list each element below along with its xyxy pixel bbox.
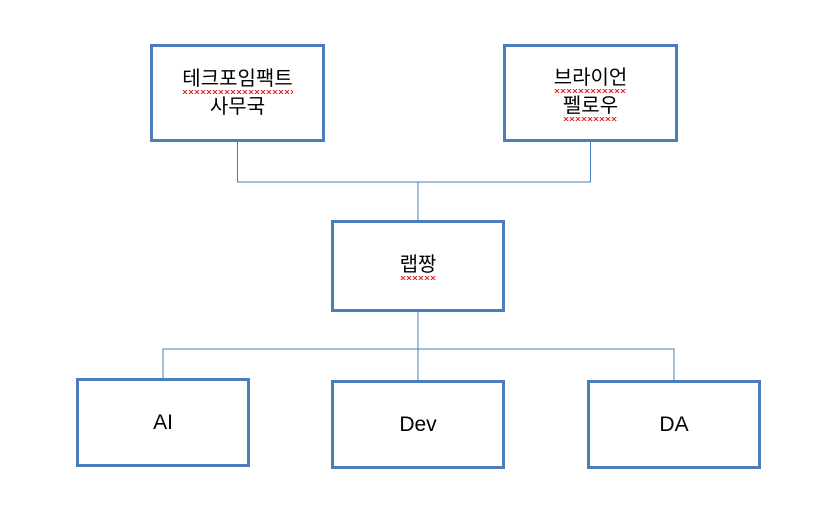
node-ai-label: AI	[153, 410, 173, 434]
node-office-label-line2: 사무국	[209, 96, 266, 118]
node-da[interactable]: DA	[587, 380, 761, 469]
node-ai[interactable]: AI	[76, 378, 250, 467]
node-dev[interactable]: Dev	[331, 380, 505, 469]
node-fellow-label-line2: 펠로우	[562, 93, 619, 121]
node-lab-lead-label: 랩짱	[399, 252, 437, 280]
node-dev-label: Dev	[399, 412, 437, 436]
node-office-label-line1: 테크포임팩트	[182, 66, 293, 94]
edge-lab-lead-to-da	[418, 348, 675, 380]
node-lab-lead-label-line1: 랩짱	[399, 252, 437, 280]
edge-fellow-to-lab-lead	[418, 142, 592, 183]
edge-lab-lead-to-ai	[162, 348, 418, 378]
node-lab-lead[interactable]: 랩짱	[331, 220, 505, 312]
node-da-label: DA	[659, 412, 689, 436]
node-fellow-label-line1: 브라이언	[553, 65, 628, 93]
edge-office-to-lab-lead	[236, 142, 418, 183]
